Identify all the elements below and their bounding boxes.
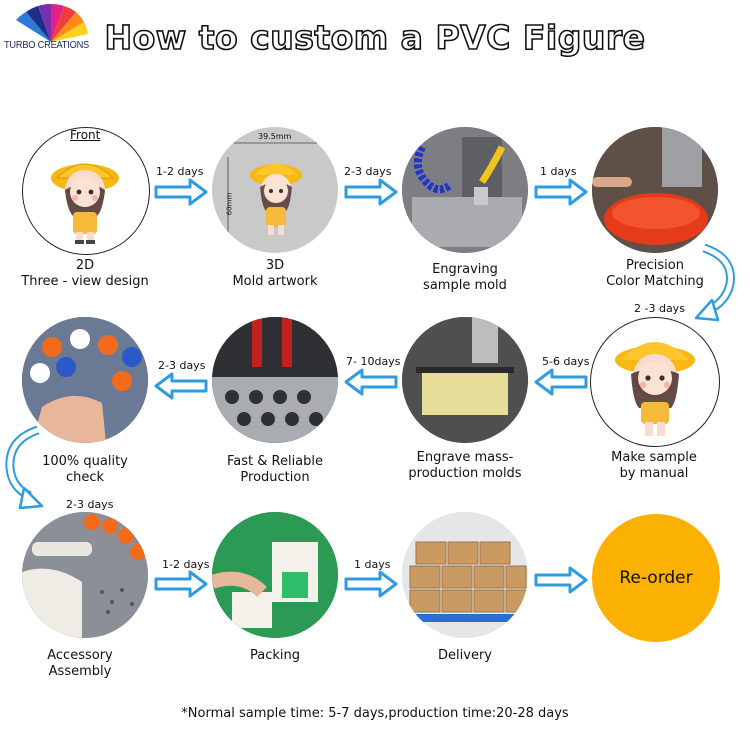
- reorder-button[interactable]: Re-order: [592, 514, 720, 642]
- step-design-image: [22, 127, 150, 255]
- duration-1: 1-2 days: [156, 165, 203, 178]
- curved-arrow-down-icon: [2, 426, 52, 512]
- arrow-left-icon: [344, 368, 398, 396]
- step-label-packing: Packing: [205, 648, 345, 664]
- step-quality-image: [22, 317, 148, 443]
- step-label-delivery: Delivery: [395, 648, 535, 664]
- duration-3: 1 days: [540, 165, 576, 178]
- figure-icon: [591, 318, 719, 446]
- duration-7: 2-3 days: [158, 359, 205, 372]
- arrow-left-icon: [154, 372, 208, 400]
- duration-6: 7- 10days: [346, 355, 400, 368]
- reorder-label: Re-order: [619, 568, 692, 588]
- arrow-right-icon: [344, 178, 398, 206]
- step-engrave-mass-image: [402, 317, 528, 443]
- arrow-right-icon: [534, 566, 588, 594]
- step-packing-image: [212, 512, 338, 638]
- duration-5: 5-6 days: [542, 355, 589, 368]
- arrow-right-icon: [154, 570, 208, 598]
- duration-4: 2 -3 days: [634, 302, 685, 315]
- step-label-engrave-mass: Engrave mass-production molds: [395, 450, 535, 482]
- arrow-right-icon: [154, 178, 208, 206]
- step-assembly-image: [22, 512, 148, 638]
- arrow-left-icon: [534, 368, 588, 396]
- duration-2: 2-3 days: [344, 165, 391, 178]
- step-production-image: [212, 317, 338, 443]
- curved-arrow-down-icon: [690, 244, 740, 324]
- page-title: How to custom a PVC Figure: [0, 18, 750, 57]
- duration-8: 2-3 days: [66, 498, 113, 511]
- step-color-matching-image: [592, 127, 718, 253]
- arrow-right-icon: [344, 570, 398, 598]
- footnote: *Normal sample time: 5-7 days,production…: [0, 706, 750, 721]
- dimension-width: 39.5mm: [258, 132, 291, 141]
- step-engraving-image: [402, 127, 528, 253]
- arrow-right-icon: [534, 178, 588, 206]
- step-delivery-image: [402, 512, 528, 638]
- dimension-height: 60mm: [225, 193, 233, 216]
- step-mold-artwork-image: [212, 127, 338, 253]
- front-view-note: Front: [70, 128, 100, 142]
- figure-icon: [23, 128, 149, 254]
- step-sample-image: [590, 317, 720, 447]
